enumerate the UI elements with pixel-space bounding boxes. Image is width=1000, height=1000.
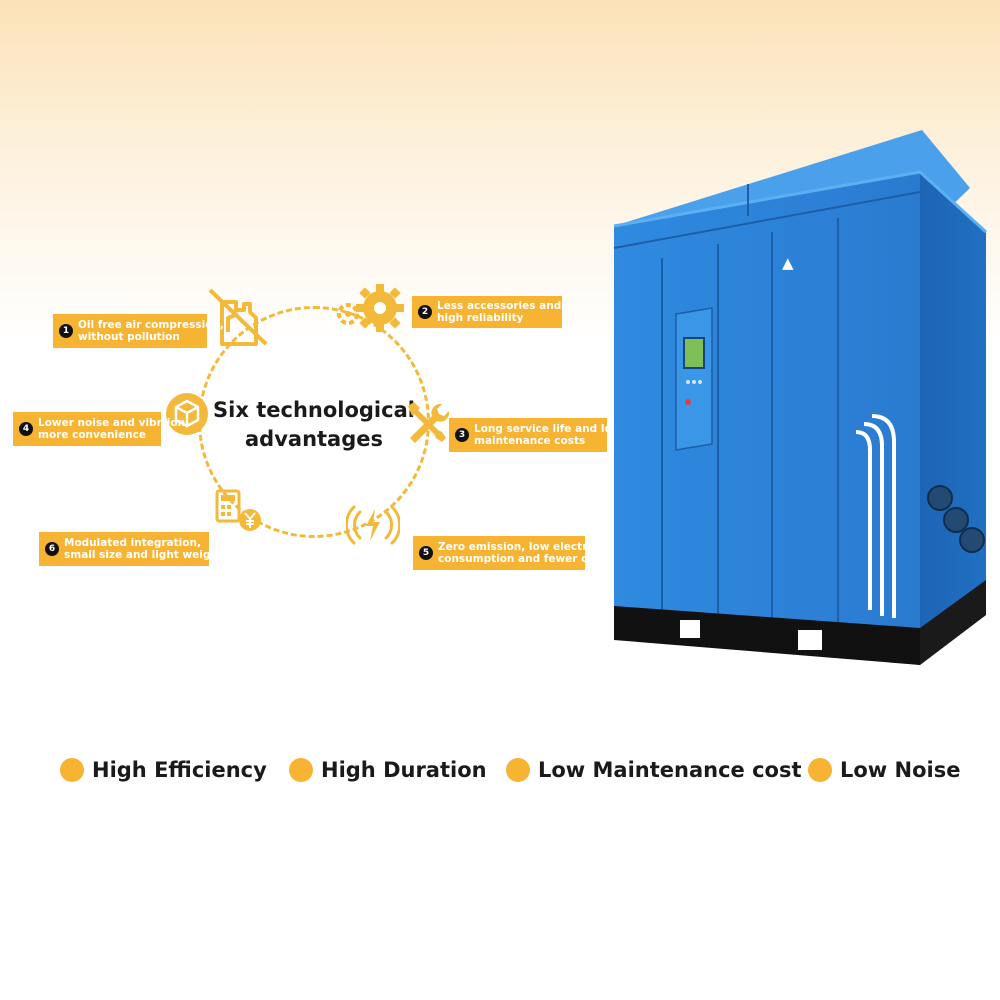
feature-4-number: 4 (19, 422, 33, 436)
bullet-dot (60, 758, 84, 782)
lightning-wave-icon (346, 505, 400, 545)
feature-5-line2: consumption and fewer costs (438, 553, 613, 565)
feature-1-line1: Oil free air compression, (78, 319, 224, 331)
gears-icon (337, 284, 404, 332)
benefit-label: High Efficiency (92, 758, 267, 782)
feature-6-line2: small size and light weight (64, 549, 223, 561)
feature-3-line2: maintenance costs (474, 435, 586, 447)
feature-2-number: 2 (418, 305, 432, 319)
bullet-dot (289, 758, 313, 782)
benefit-low-maintenance-cost: Low Maintenance cost (506, 758, 802, 782)
diagram-title: Six technological advantages (200, 396, 428, 454)
feature-2-line1: Less accessories and (437, 300, 562, 312)
diagram-title-line1: Six technological (213, 398, 415, 422)
calculator-yen-icon (215, 489, 261, 531)
benefit-label: Low Noise (840, 758, 961, 782)
feature-1: 1 Oil free air compression,without pollu… (53, 314, 224, 348)
feature-3-line1: Long service life and lower (474, 423, 634, 435)
feature-5-number: 5 (419, 546, 433, 560)
feature-4: 4 Lower noise and vibrtion,more convenie… (13, 412, 189, 446)
benefit-low-noise: Low Noise (808, 758, 960, 782)
benefit-label: Low Maintenance cost (538, 758, 802, 782)
feature-1-line2: without pollution (78, 331, 180, 343)
feature-4-line2: more convenience (38, 429, 147, 441)
brand-logo: ▲ (782, 254, 794, 272)
bullet-dot (808, 758, 832, 782)
feature-6: 6 Modulated integration,small size and l… (39, 532, 223, 566)
wrench-screwdriver-icon (408, 402, 450, 443)
feature-6-line1: Modulated integration, (64, 537, 201, 549)
feature-1-number: 1 (59, 324, 73, 338)
benefit-label: High Duration (321, 758, 487, 782)
diagram-title-line2: advantages (245, 427, 383, 451)
no-oil-can-icon (208, 288, 268, 346)
benefit-high-duration: High Duration (289, 758, 487, 782)
feature-6-number: 6 (45, 542, 59, 556)
benefit-high-efficiency: High Efficiency (60, 758, 267, 782)
feature-3-number: 3 (455, 428, 469, 442)
feature-5-line1: Zero emission, low electricity (438, 541, 613, 553)
bullet-dot (506, 758, 530, 782)
feature-4-line1: Lower noise and vibrtion, (38, 417, 190, 429)
feature-2-line2: high reliability (437, 312, 524, 324)
air-compressor-image: ▲ (613, 130, 988, 665)
box-icon (166, 393, 208, 435)
